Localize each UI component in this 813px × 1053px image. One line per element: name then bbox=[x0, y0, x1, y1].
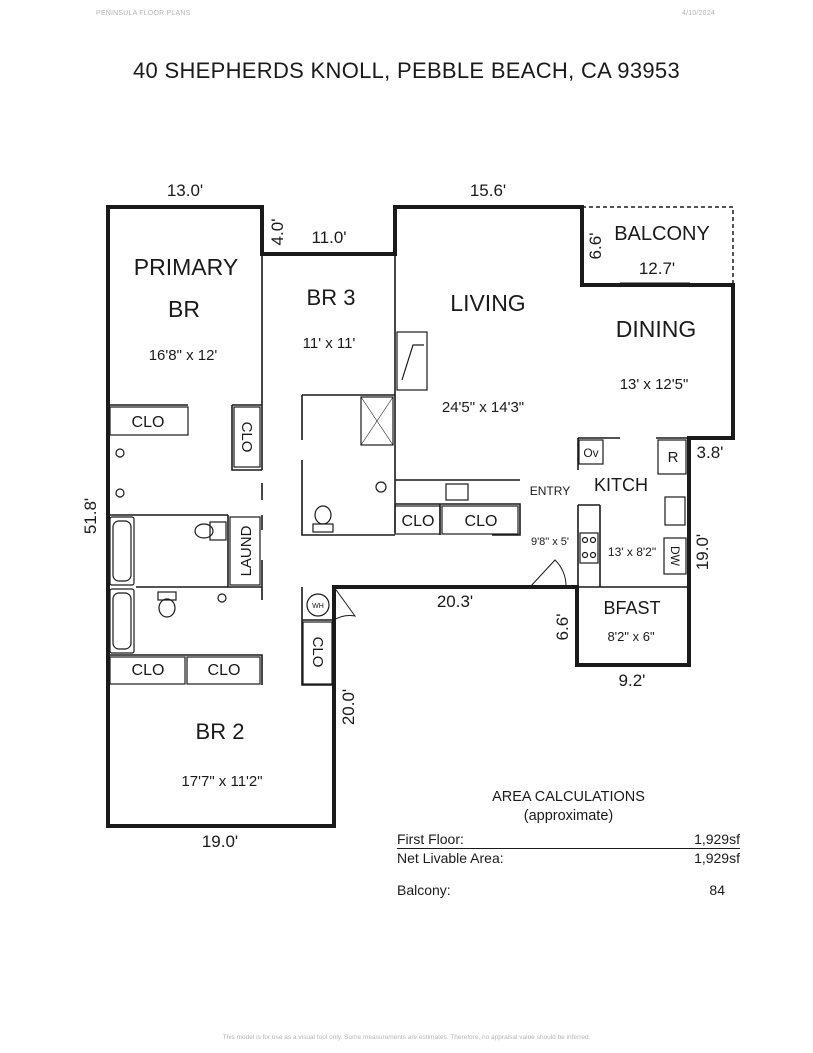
room-kitch: KITCH bbox=[594, 475, 648, 495]
room-laund: LAUND bbox=[238, 525, 255, 576]
dim-top-primary: 13.0' bbox=[167, 181, 203, 200]
kitchen-sink bbox=[664, 496, 686, 526]
fixtures bbox=[109, 331, 687, 654]
net-livable-row: Net Livable Area: 1,929sf bbox=[397, 849, 740, 867]
bathtub-1 bbox=[109, 516, 135, 586]
dim-step: 4.0' bbox=[268, 219, 287, 246]
area-subtitle: (approximate) bbox=[523, 808, 614, 824]
room-br2-size: 17'7" x 11'2" bbox=[181, 773, 262, 790]
room-dining: DINING bbox=[616, 316, 697, 342]
dim-br3-top: 11.0' bbox=[311, 228, 346, 247]
room-balcony: BALCONY bbox=[614, 223, 710, 245]
room-entry: ENTRY bbox=[530, 484, 570, 498]
room-primary-line1: PRIMARY bbox=[134, 254, 238, 280]
clo-br2-1: CLO bbox=[132, 662, 165, 679]
room-living: LIVING bbox=[450, 290, 525, 316]
fireplace bbox=[396, 331, 428, 391]
first-floor-value: 1,929sf bbox=[694, 831, 740, 847]
clo-br3-1: CLO bbox=[402, 513, 435, 530]
dim-right-step: 3.8' bbox=[697, 443, 724, 462]
label-water-heater: WH bbox=[312, 603, 324, 610]
room-entry-size: 9'8" x 5' bbox=[531, 536, 569, 548]
dim-living-top: 15.6' bbox=[470, 181, 506, 200]
balcony-outline bbox=[582, 206, 734, 285]
bathtub-2 bbox=[109, 588, 135, 654]
room-br2: BR 2 bbox=[196, 719, 245, 744]
room-living-size: 24'5" x 14'3" bbox=[442, 399, 524, 416]
dim-bfast-side: 6.6' bbox=[553, 614, 572, 641]
net-livable-value: 1,929sf bbox=[694, 850, 740, 866]
label-dishwasher: DW bbox=[668, 546, 682, 567]
dim-balcony-side: 6.6' bbox=[586, 233, 605, 260]
interior-walls bbox=[108, 254, 733, 686]
toilet-2 bbox=[157, 591, 177, 601]
toilet-3 bbox=[312, 523, 334, 533]
doors bbox=[333, 559, 567, 621]
clo-primary: CLO bbox=[132, 414, 165, 431]
label-oven: Ov bbox=[583, 446, 598, 460]
room-bfast-size: 8'2" x 6" bbox=[607, 629, 655, 644]
clo-br3-2: CLO bbox=[465, 513, 498, 530]
plan-date: 4/10/2024 bbox=[682, 10, 715, 17]
dim-right-side: 19.0' bbox=[693, 534, 712, 570]
room-primary-line2: BR bbox=[168, 296, 200, 322]
disclaimer: This model is for use as a visual tool o… bbox=[222, 1034, 591, 1041]
company-name: PENINSULA FLOOR PLANS bbox=[96, 10, 191, 17]
oven bbox=[578, 439, 604, 465]
dim-br2-side: 20.0' bbox=[339, 689, 358, 725]
room-dining-size: 13' x 12'5" bbox=[620, 376, 689, 393]
first-floor-row: First Floor: 1,929sf bbox=[397, 830, 740, 849]
first-floor-label: First Floor: bbox=[397, 831, 464, 847]
dishwasher bbox=[663, 537, 687, 575]
room-br3-size: 11' x 11' bbox=[303, 335, 356, 352]
water-heater bbox=[306, 593, 330, 617]
room-primary-size: 16'8" x 12' bbox=[149, 347, 218, 364]
label-refrigerator: R bbox=[668, 449, 679, 466]
toilet-1 bbox=[209, 521, 227, 541]
dim-bottom: 19.0' bbox=[202, 832, 238, 851]
area-title: AREA CALCULATIONS bbox=[492, 789, 645, 805]
clo-primary-side: CLO bbox=[238, 422, 255, 453]
refrigerator bbox=[657, 439, 687, 475]
dim-balcony-width: 12.7' bbox=[639, 259, 675, 278]
cooktop bbox=[579, 532, 599, 564]
clo-hall: CLO bbox=[309, 637, 326, 668]
dim-bfast-bottom: 9.2' bbox=[619, 671, 646, 690]
balcony-row: Balcony: 84 bbox=[397, 881, 725, 899]
net-livable-label: Net Livable Area: bbox=[397, 850, 504, 866]
shower bbox=[360, 396, 394, 446]
page-title: 40 SHEPHERDS KNOLL, PEBBLE BEACH, CA 939… bbox=[133, 58, 680, 83]
balcony-label: Balcony: bbox=[397, 882, 451, 898]
balcony-value: 84 bbox=[709, 882, 725, 898]
bar-sink bbox=[445, 483, 469, 501]
room-bfast: BFAST bbox=[603, 598, 660, 618]
dim-middle-bottom: 20.3' bbox=[437, 592, 473, 611]
dim-left-side: 51.8' bbox=[81, 498, 100, 534]
room-kitch-size: 13' x 8'2" bbox=[608, 545, 656, 559]
room-br3: BR 3 bbox=[307, 285, 356, 310]
clo-br2-2: CLO bbox=[208, 662, 241, 679]
area-calculations: AREA CALCULATIONS (approximate) First Fl… bbox=[397, 788, 740, 899]
closets bbox=[109, 406, 519, 685]
